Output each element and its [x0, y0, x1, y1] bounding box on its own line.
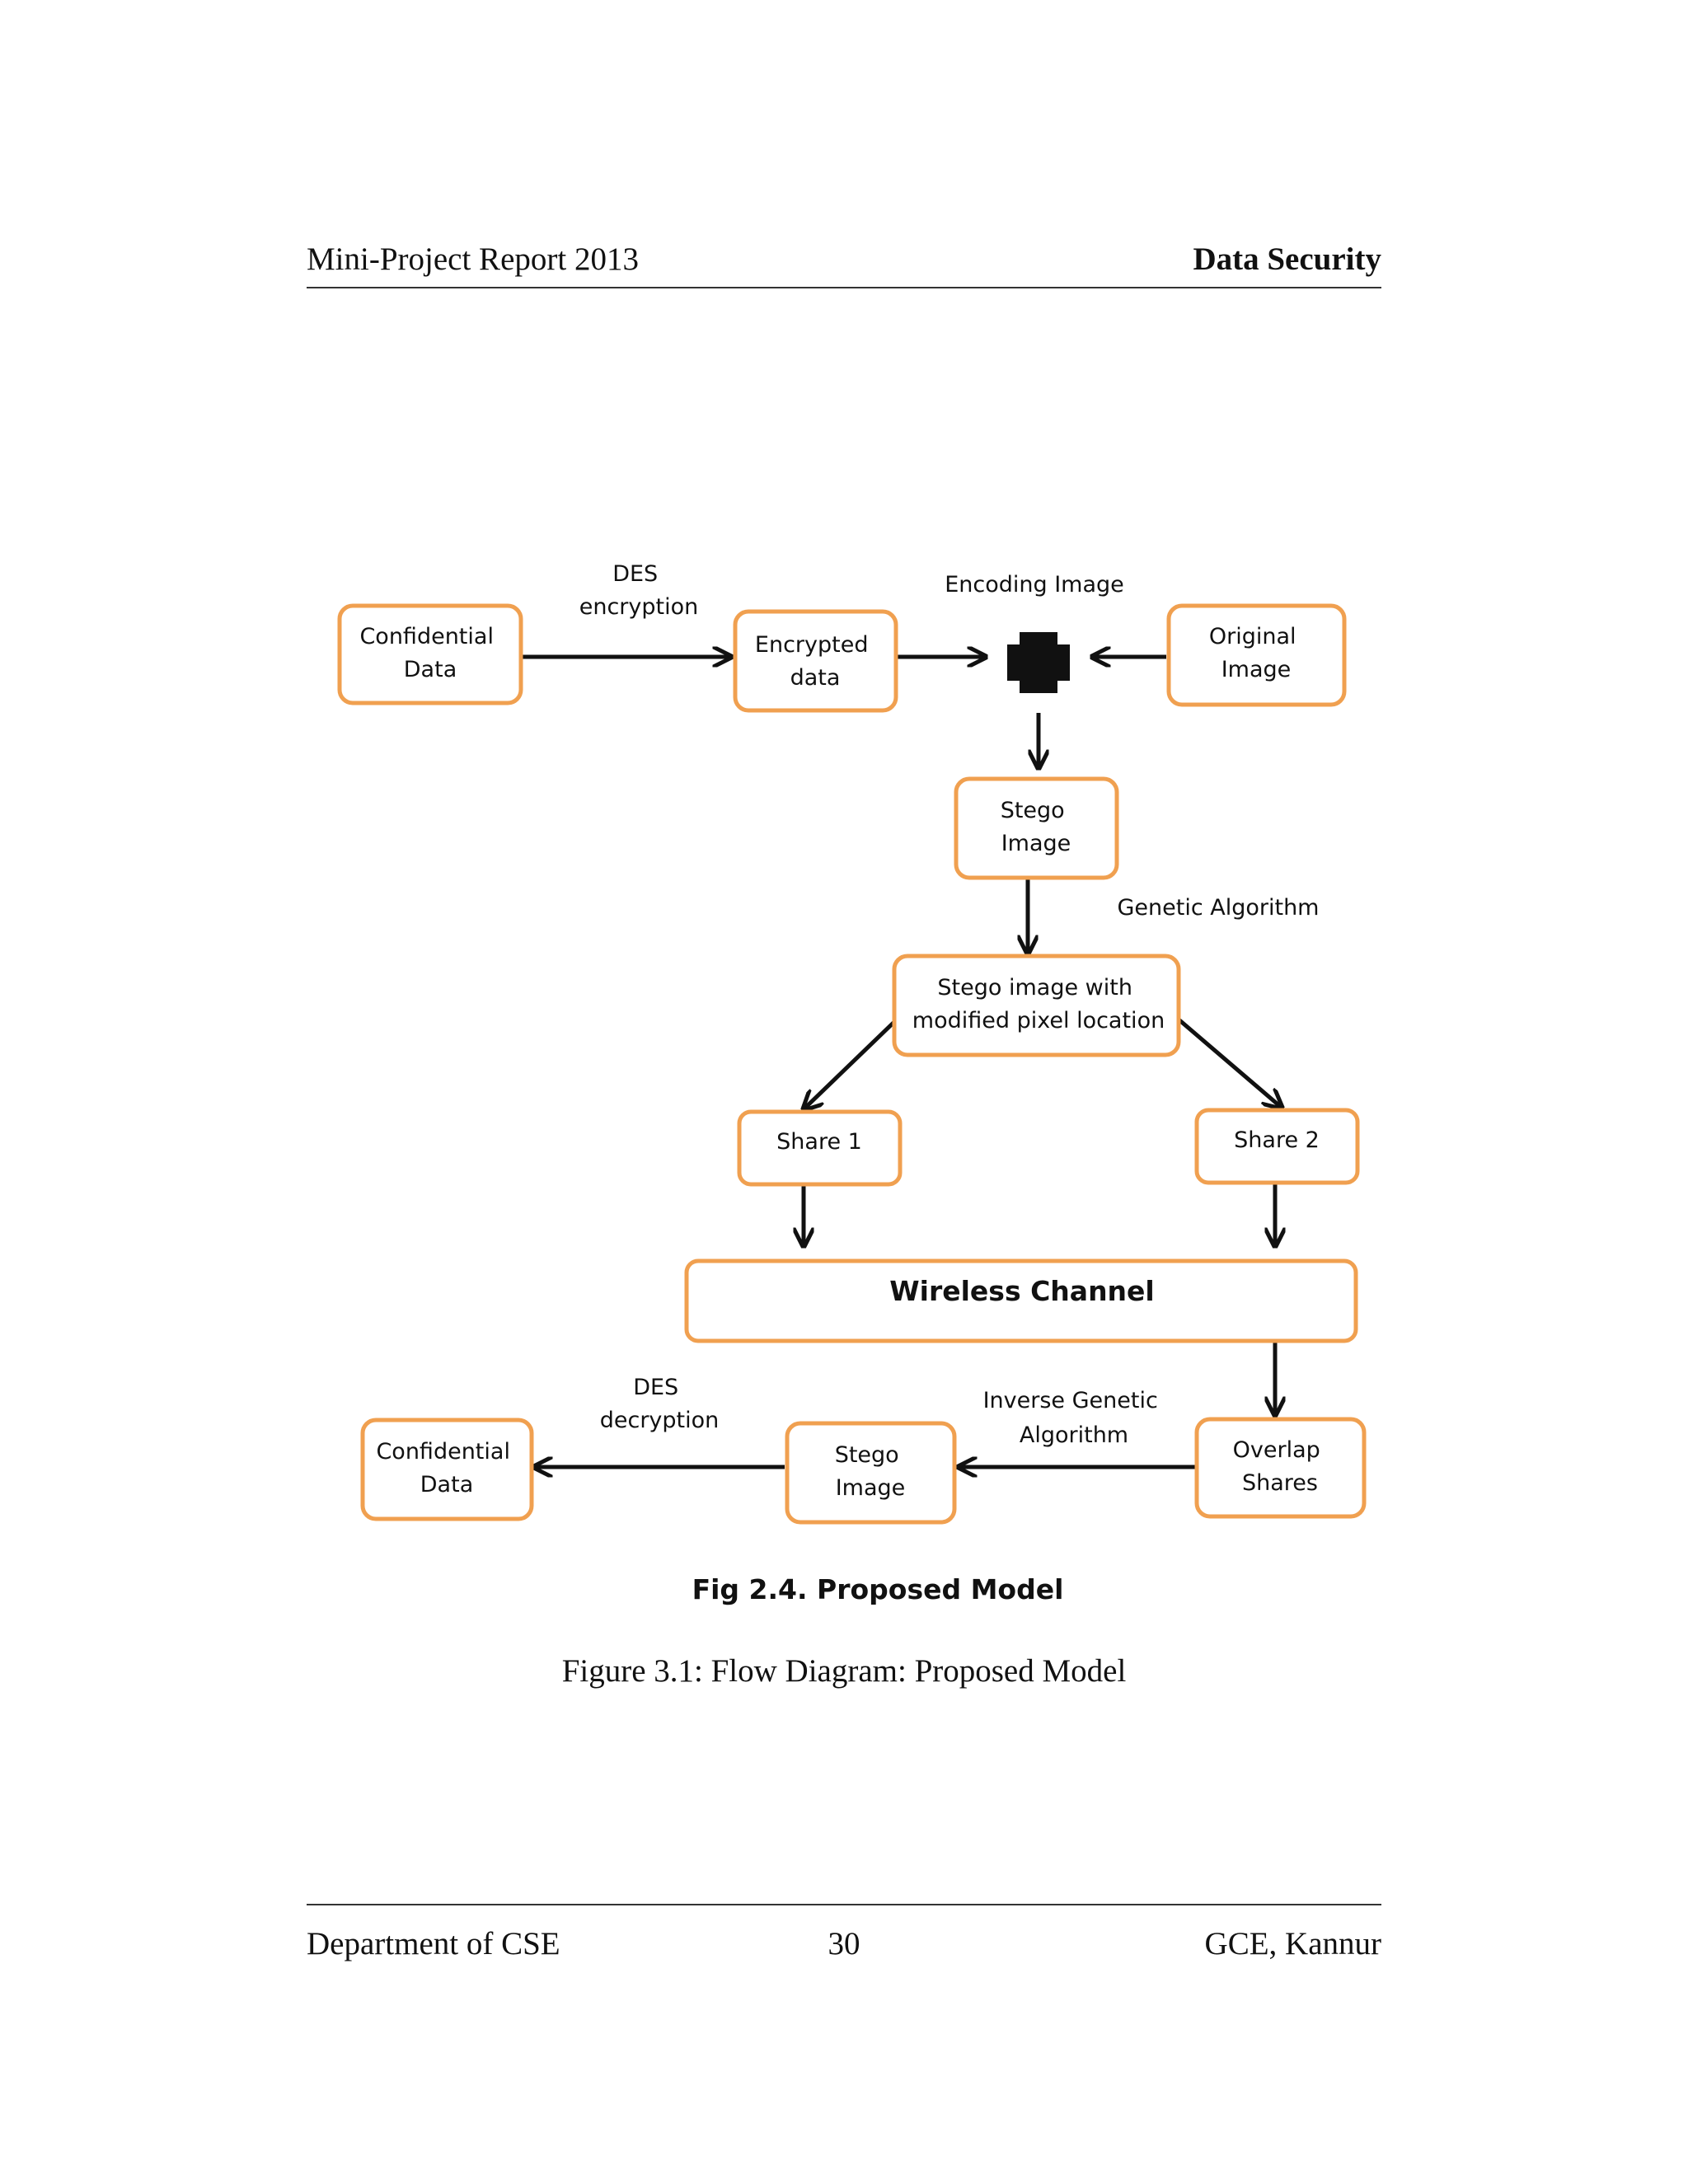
svg-text:Share 2: Share 2 [1234, 1127, 1320, 1153]
page-header: Mini-Project Report 2013 Data Security [307, 241, 1381, 288]
box-stego-image-bottom: Stego Image [785, 1421, 957, 1525]
page-footer: Department of CSE 30 GCE, Kannur [307, 1904, 1381, 1961]
label-genetic-algorithm: Genetic Algorithm [1117, 895, 1319, 921]
box-overlap-shares: Overlap Shares [1194, 1417, 1367, 1519]
report-title: Mini-Project Report 2013 [307, 241, 639, 277]
svg-text:Overlap Shares: Overlap Shares [1233, 1437, 1328, 1496]
department-name: Department of CSE [307, 1926, 560, 1961]
label-inverse-genetic-algorithm: Inverse Genetic Algorithm [983, 1388, 1165, 1448]
label-des-encryption: DES encryption [579, 561, 699, 620]
svg-text:Confidential Data: Confidential Data [359, 624, 500, 682]
box-wireless-channel: Wireless Channel [684, 1258, 1358, 1343]
box-stego-image-top: Stego Image [954, 776, 1119, 880]
box-confidential-data-bottom: Confidential Data [360, 1418, 534, 1521]
svg-text:Wireless Channel: Wireless Channel [889, 1275, 1155, 1307]
inner-figure-caption: Fig 2.4. Proposed Model [692, 1573, 1064, 1605]
svg-text:Share 1: Share 1 [776, 1129, 862, 1155]
box-share-2: Share 2 [1194, 1108, 1360, 1185]
box-original-image: Original Image [1166, 603, 1347, 707]
label-encoding-image: Encoding Image [945, 572, 1124, 598]
svg-text:Original Image: Original Image [1209, 624, 1303, 682]
box-encrypted-data: Encrypted data [733, 609, 898, 713]
svg-text:Stego image with modifie: Stego image with modified pixel location [912, 975, 1165, 1033]
box-confidential-data-top: Confidential Data [337, 603, 523, 705]
institution-name: GCE, Kannur [1204, 1926, 1381, 1961]
page-number: 30 [828, 1926, 860, 1961]
chapter-title: Data Security [1193, 241, 1381, 277]
svg-text:Confidential Data: Confidential Data [376, 1439, 517, 1497]
arrow-modified-to-share2 [1177, 1018, 1282, 1108]
label-des-decryption: DES decryption [600, 1375, 720, 1433]
figure-caption: Figure 3.1: Flow Diagram: Proposed Model [561, 1653, 1127, 1689]
plus-icon [1007, 632, 1070, 693]
arrow-modified-to-share1 [804, 1018, 898, 1109]
svg-text:Stego Image: Stego Image [835, 1442, 907, 1501]
box-share-1: Share 1 [737, 1109, 903, 1187]
svg-text:Stego Image: Stego Image [1001, 798, 1072, 856]
box-stego-modified: Stego image with modified pixel location [892, 954, 1181, 1057]
svg-text:Encrypted data: Encrypted data [755, 632, 875, 691]
